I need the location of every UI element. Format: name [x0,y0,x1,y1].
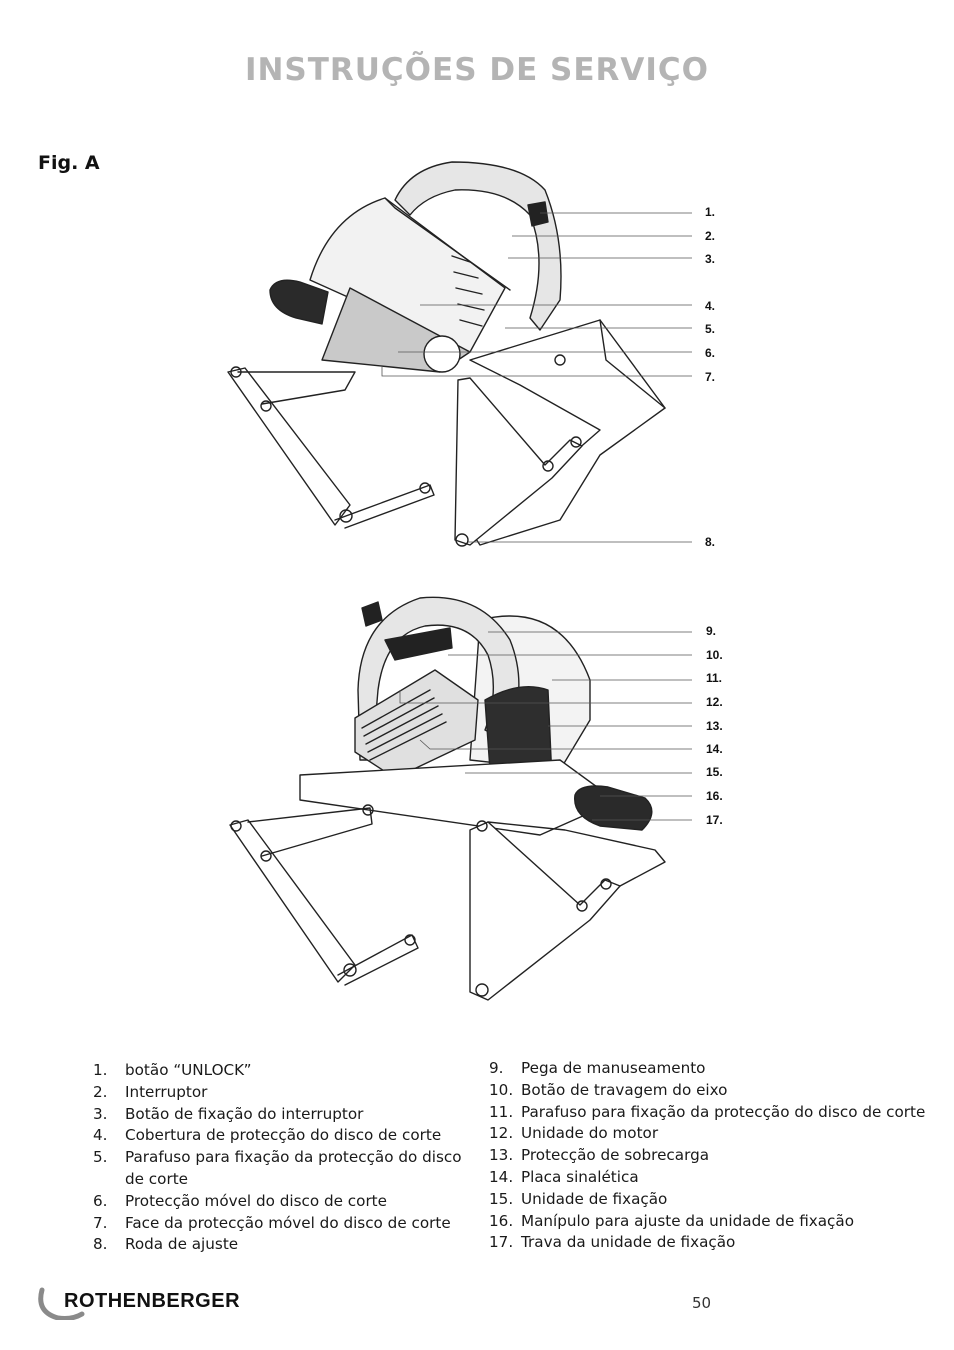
legend-num: 9. [489,1059,504,1077]
legend-num: 8. [93,1235,108,1254]
legend-text: Unidade de fixação [521,1189,668,1208]
callout-11: 11. [706,671,723,685]
legend-num: 10. [489,1080,514,1099]
legend-text: Pega de manuseamento [521,1059,706,1077]
legend-item: 7. Face da protecção móvel do disco de co… [93,1213,463,1235]
legend-item: 11. Parafuso para fixação da protecção do… [489,1102,929,1124]
legend-num: 4. [93,1126,108,1145]
callout-10: 10. [706,648,723,662]
callout-15: 15. [706,765,723,779]
legend-text: Protecção móvel do disco de corte [125,1191,387,1210]
callout-5: 5. [705,322,716,336]
legend-item: 8. Roda de ajuste [93,1234,463,1256]
legend-item: 5. Parafuso para fixação da protecção do … [93,1147,463,1191]
callout-9: 9. [706,624,717,638]
legend-num: 3. [93,1104,108,1123]
legend-item: 3. Botão de fixação do interruptor [93,1104,463,1126]
brand-logo: ROTHENBERGER [64,1290,241,1312]
legend-right: 9. Pega de manuseamento 10. Botão de trava… [489,1058,929,1254]
callout-6: 6. [705,346,716,360]
legend-num: 16. [489,1211,514,1230]
saw-diagram [227,161,692,1001]
legend-item: 14. Placa sinalética [489,1167,929,1189]
page-number: 50 [692,1294,712,1312]
figure-label: Fig. A [38,152,100,174]
callout-8: 8. [705,535,716,549]
legend-item: 1. botão “UNLOCK” [93,1060,463,1082]
legend-text: Roda de ajuste [125,1235,239,1254]
callout-7: 7. [705,370,716,384]
callout-4: 4. [705,299,716,313]
legend-item: 16. Manípulo para ajuste da unidade de fi… [489,1211,929,1233]
callout-3: 3. [705,252,716,266]
legend-text: Face da protecção móvel do disco de cort… [125,1213,451,1232]
legend-text: Cobertura de protecção do disco de corte [125,1126,442,1145]
legend-num: 6. [93,1191,108,1210]
legend-num: 1. [93,1061,108,1079]
legend-item: 2. Interruptor [93,1082,463,1104]
legend-item: 13. Protecção de sobrecarga [489,1145,929,1167]
top-view-saw [227,161,666,547]
legend-item: 15. Unidade de fixação [489,1189,929,1211]
callout-17: 17. [706,813,723,827]
legend-text: Botão de travagem do eixo [521,1080,728,1099]
callout-16: 16. [706,789,723,803]
legend-num: 14. [489,1167,514,1186]
callout-1: 1. [705,205,716,219]
legend-num: 15. [489,1189,514,1208]
legend-num: 2. [93,1082,108,1101]
legend-item: 17. Trava da unidade de fixação [489,1232,929,1254]
bottom-view-saw [229,596,666,1001]
legend-item: 12. Unidade do motor [489,1123,929,1145]
legend-num: 12. [489,1124,514,1143]
legend-text: Botão de fixação do interruptor [125,1104,364,1123]
legend-text: Manípulo para ajuste da unidade de fixaç… [521,1211,855,1230]
callout-12: 12. [706,695,723,709]
legend-text: Unidade do motor [521,1124,659,1143]
legend-num: 11. [489,1102,514,1121]
legend-text: Placa sinalética [521,1167,639,1186]
legend-text: botão “UNLOCK” [125,1061,252,1079]
legend-text: Trava da unidade de fixação [521,1233,736,1252]
legend-text: Interruptor [125,1082,208,1101]
legend-item: 4. Cobertura de protecção do disco de cor… [93,1125,463,1147]
callout-2: 2. [705,229,716,243]
legend-num: 7. [93,1213,108,1232]
legend-num: 5. [93,1148,108,1167]
callout-14: 14. [706,742,723,756]
legend-item: 10. Botão de travagem do eixo [489,1080,929,1102]
legend-num: 13. [489,1146,514,1165]
page-title: INSTRUÇÕES DE SERVIÇO [244,52,710,88]
brand-swoosh-icon [38,1287,85,1320]
legend-text: Parafuso para fixação da protecção do di… [125,1148,462,1188]
legend-item: 6. Protecção móvel do disco de corte [93,1191,463,1213]
callout-13: 13. [706,719,723,733]
legend-text: Protecção de sobrecarga [521,1146,710,1165]
legend-item: 9. Pega de manuseamento [489,1058,929,1080]
legend-left: 1. botão “UNLOCK” 2. Interruptor 3. Botão d… [93,1060,463,1256]
legend-text: Parafuso para fixação da protecção do di… [521,1102,926,1121]
legend-num: 17. [489,1233,514,1252]
